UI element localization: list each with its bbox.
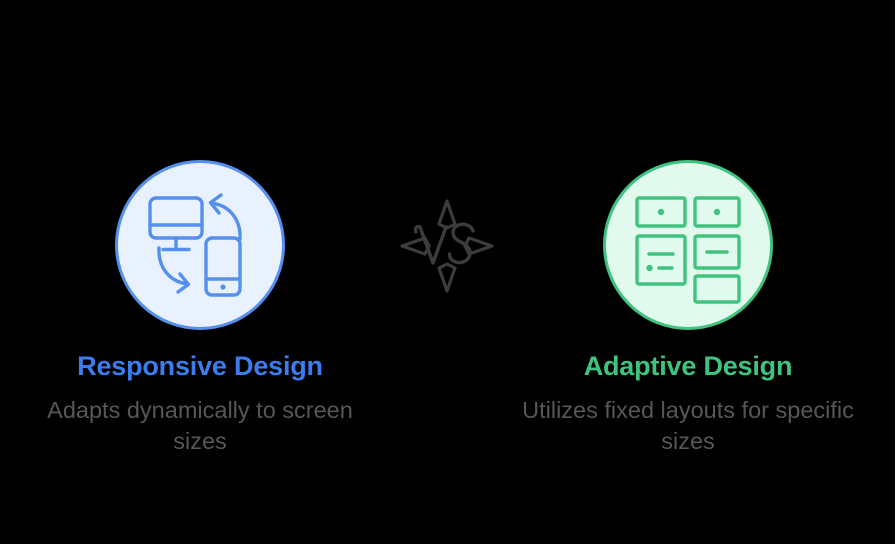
- responsive-design-title: Responsive Design: [77, 351, 323, 381]
- responsive-devices-sync-icon: [148, 193, 242, 297]
- panel-responsive-design: Responsive Design Adapts dynamically to …: [20, 160, 380, 457]
- panel-adaptive-design: Adaptive Design Utilizes fixed layouts f…: [508, 160, 868, 457]
- adaptive-design-description: Utilizes fixed layouts for specific size…: [522, 396, 854, 454]
- adaptive-fixed-layout-grid-icon: [635, 196, 741, 304]
- adaptive-design-title: Adaptive Design: [583, 351, 793, 381]
- versus-mark: VS: [397, 196, 497, 296]
- four-point-star-burst-icon: VS: [400, 199, 494, 293]
- responsive-icon-badge: [115, 160, 285, 330]
- adaptive-icon-badge: [603, 160, 773, 330]
- responsive-design-description: Adapts dynamically to screen sizes: [47, 396, 353, 454]
